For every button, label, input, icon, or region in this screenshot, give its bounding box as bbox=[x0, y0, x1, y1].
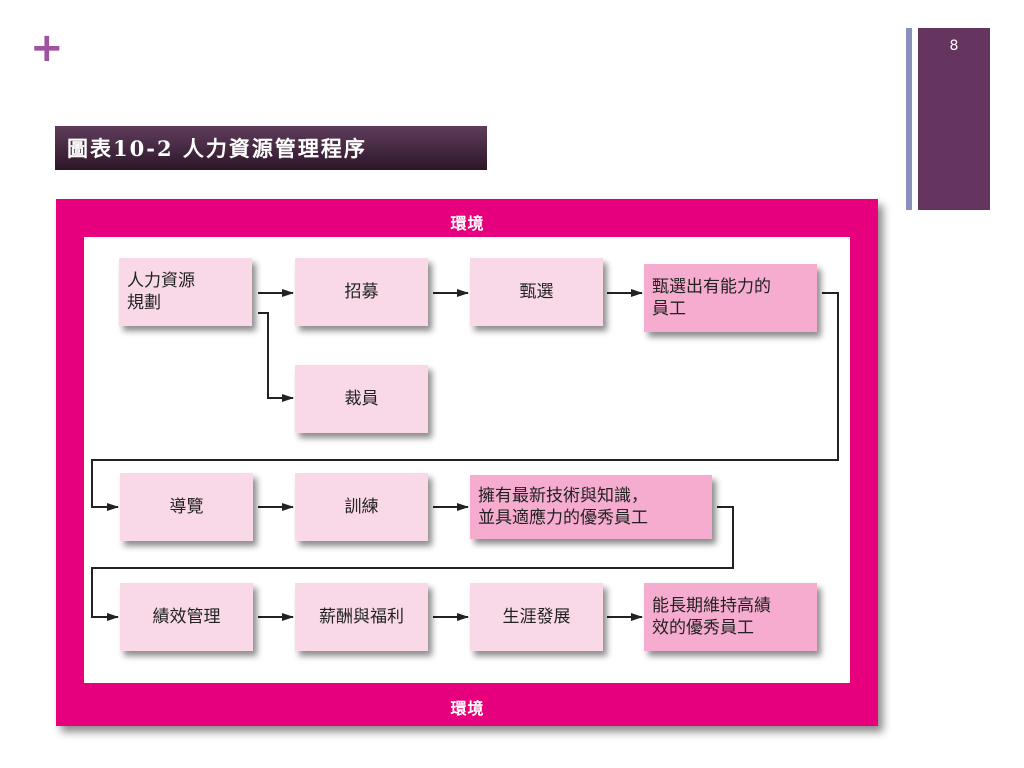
step-training: 訓練 bbox=[295, 473, 428, 541]
step-career-development: 生涯發展 bbox=[470, 583, 603, 651]
step-training-label: 訓練 bbox=[344, 497, 379, 517]
page-number: 8 bbox=[949, 38, 959, 54]
environment-label-bottom: 環境 bbox=[450, 699, 485, 718]
step-selection: 甄選 bbox=[470, 258, 603, 326]
arrow-skilled-to-performance bbox=[91, 506, 734, 621]
step-selection-label: 甄選 bbox=[519, 282, 554, 302]
outcome-competent-employees-label: 甄選出有能力的 員工 bbox=[652, 277, 771, 319]
step-hr-planning: 人力資源 規劃 bbox=[119, 258, 252, 326]
step-hr-planning-label: 人力資源 規劃 bbox=[127, 271, 195, 313]
step-recruitment-label: 招募 bbox=[344, 282, 379, 302]
diagram-title: 圖表10-2 人力資源管理程序 bbox=[67, 136, 367, 161]
step-orientation-label: 導覽 bbox=[169, 497, 204, 517]
arrow-planning-to-layoff bbox=[258, 312, 294, 402]
outcome-high-performers-label: 能長期維持高績 效的優秀員工 bbox=[652, 596, 771, 638]
step-layoff: 裁員 bbox=[295, 365, 428, 433]
outcome-skilled-employees: 擁有最新技術與知識， 並具適應力的優秀員工 bbox=[470, 475, 712, 539]
side-page-panel bbox=[918, 28, 990, 210]
step-compensation-benefits-label: 薪酬與福利 bbox=[319, 607, 404, 627]
step-layoff-label: 裁員 bbox=[344, 389, 379, 409]
arrow-competent-to-orientation bbox=[91, 292, 839, 511]
outcome-skilled-employees-label: 擁有最新技術與知識， 並具適應力的優秀員工 bbox=[478, 486, 648, 528]
step-recruitment: 招募 bbox=[295, 258, 428, 326]
step-compensation-benefits: 薪酬與福利 bbox=[295, 583, 428, 651]
step-performance-management-label: 績效管理 bbox=[152, 607, 221, 627]
step-performance-management: 績效管理 bbox=[120, 583, 253, 651]
diagram-title-bar: 圖表10-2 人力資源管理程序 bbox=[55, 126, 487, 170]
step-career-development-label: 生涯發展 bbox=[502, 607, 571, 627]
side-accent-bar bbox=[906, 28, 912, 210]
plus-icon: + bbox=[30, 25, 64, 71]
environment-label-top: 環境 bbox=[450, 214, 485, 233]
outcome-high-performers: 能長期維持高績 效的優秀員工 bbox=[644, 583, 817, 651]
step-orientation: 導覽 bbox=[120, 473, 253, 541]
outcome-competent-employees: 甄選出有能力的 員工 bbox=[644, 264, 817, 332]
